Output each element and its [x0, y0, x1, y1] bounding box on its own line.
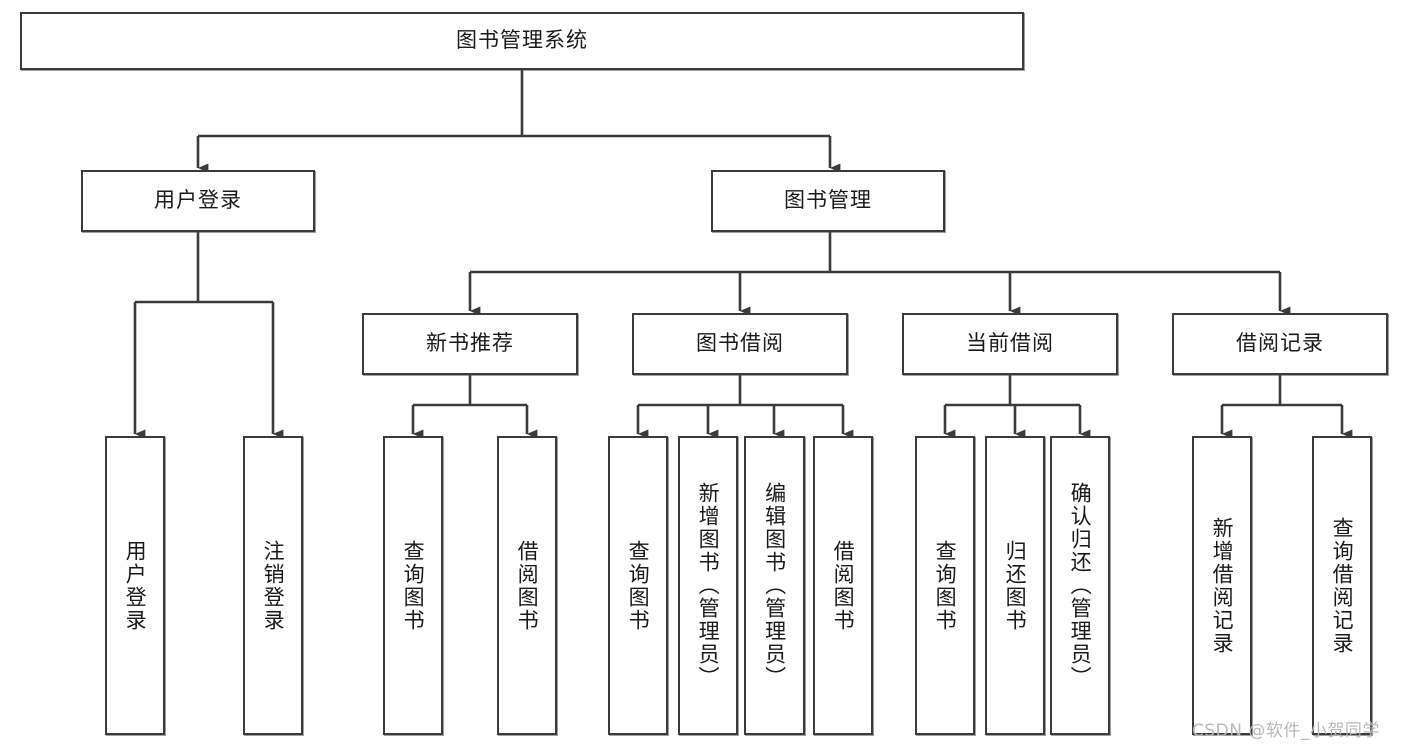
node-leaf-borrow-book-1[interactable]: 借阅图书	[497, 436, 557, 735]
node-label: 查询图书	[626, 539, 651, 632]
node-leaf-query-book-3[interactable]: 查询图书	[915, 436, 975, 735]
node-book-manage[interactable]: 图书管理	[711, 170, 945, 232]
node-label: 查询借阅记录	[1330, 516, 1355, 655]
node-leaf-query-borrow-record[interactable]: 查询借阅记录	[1312, 436, 1372, 735]
node-root-title[interactable]: 图书管理系统	[20, 12, 1024, 70]
node-leaf-query-book-1[interactable]: 查询图书	[383, 436, 443, 735]
node-leaf-borrow-book-2[interactable]: 借阅图书	[813, 436, 873, 735]
node-leaf-confirm-return-admin[interactable]: 确认归还（管理员）	[1050, 436, 1110, 735]
node-label: 用户登录	[123, 539, 148, 632]
node-leaf-return-book[interactable]: 归还图书	[985, 436, 1045, 735]
node-new-book-recommend[interactable]: 新书推荐	[362, 313, 578, 375]
node-label: 借阅图书	[831, 539, 856, 632]
node-label: 归还图书	[1003, 539, 1028, 632]
node-label: 当前借阅	[966, 331, 1054, 356]
node-label: 查询图书	[933, 539, 958, 632]
node-leaf-edit-book-admin[interactable]: 编辑图书（管理员）	[744, 436, 805, 735]
node-label: 新增借阅记录	[1210, 516, 1235, 655]
node-label: 用户登录	[154, 188, 242, 213]
node-label: 借阅记录	[1236, 331, 1324, 356]
node-leaf-query-book-2[interactable]: 查询图书	[608, 436, 668, 735]
node-label: 编辑图书（管理员）	[762, 482, 787, 689]
node-label: 借阅图书	[515, 539, 540, 632]
node-leaf-logout-login[interactable]: 注销登录	[243, 436, 303, 735]
node-label: 图书管理系统	[456, 28, 588, 53]
node-label: 注销登录	[261, 539, 286, 632]
node-label: 新增图书（管理员）	[696, 482, 721, 689]
node-leaf-add-book-admin[interactable]: 新增图书（管理员）	[678, 436, 738, 735]
node-leaf-user-login[interactable]: 用户登录	[105, 436, 165, 735]
node-book-borrow[interactable]: 图书借阅	[632, 313, 848, 375]
watermark-credit: CSDN @软件_小贺同学	[1192, 721, 1380, 741]
node-label: 新书推荐	[426, 331, 514, 356]
node-user-login[interactable]: 用户登录	[81, 170, 315, 232]
node-label: 查询图书	[401, 539, 426, 632]
node-label: 确认归还（管理员）	[1068, 482, 1093, 689]
node-leaf-add-borrow-record[interactable]: 新增借阅记录	[1192, 436, 1252, 735]
node-current-borrow[interactable]: 当前借阅	[902, 313, 1118, 375]
node-label: 图书管理	[784, 188, 872, 213]
node-label: 图书借阅	[696, 331, 784, 356]
node-borrow-record[interactable]: 借阅记录	[1172, 313, 1388, 375]
